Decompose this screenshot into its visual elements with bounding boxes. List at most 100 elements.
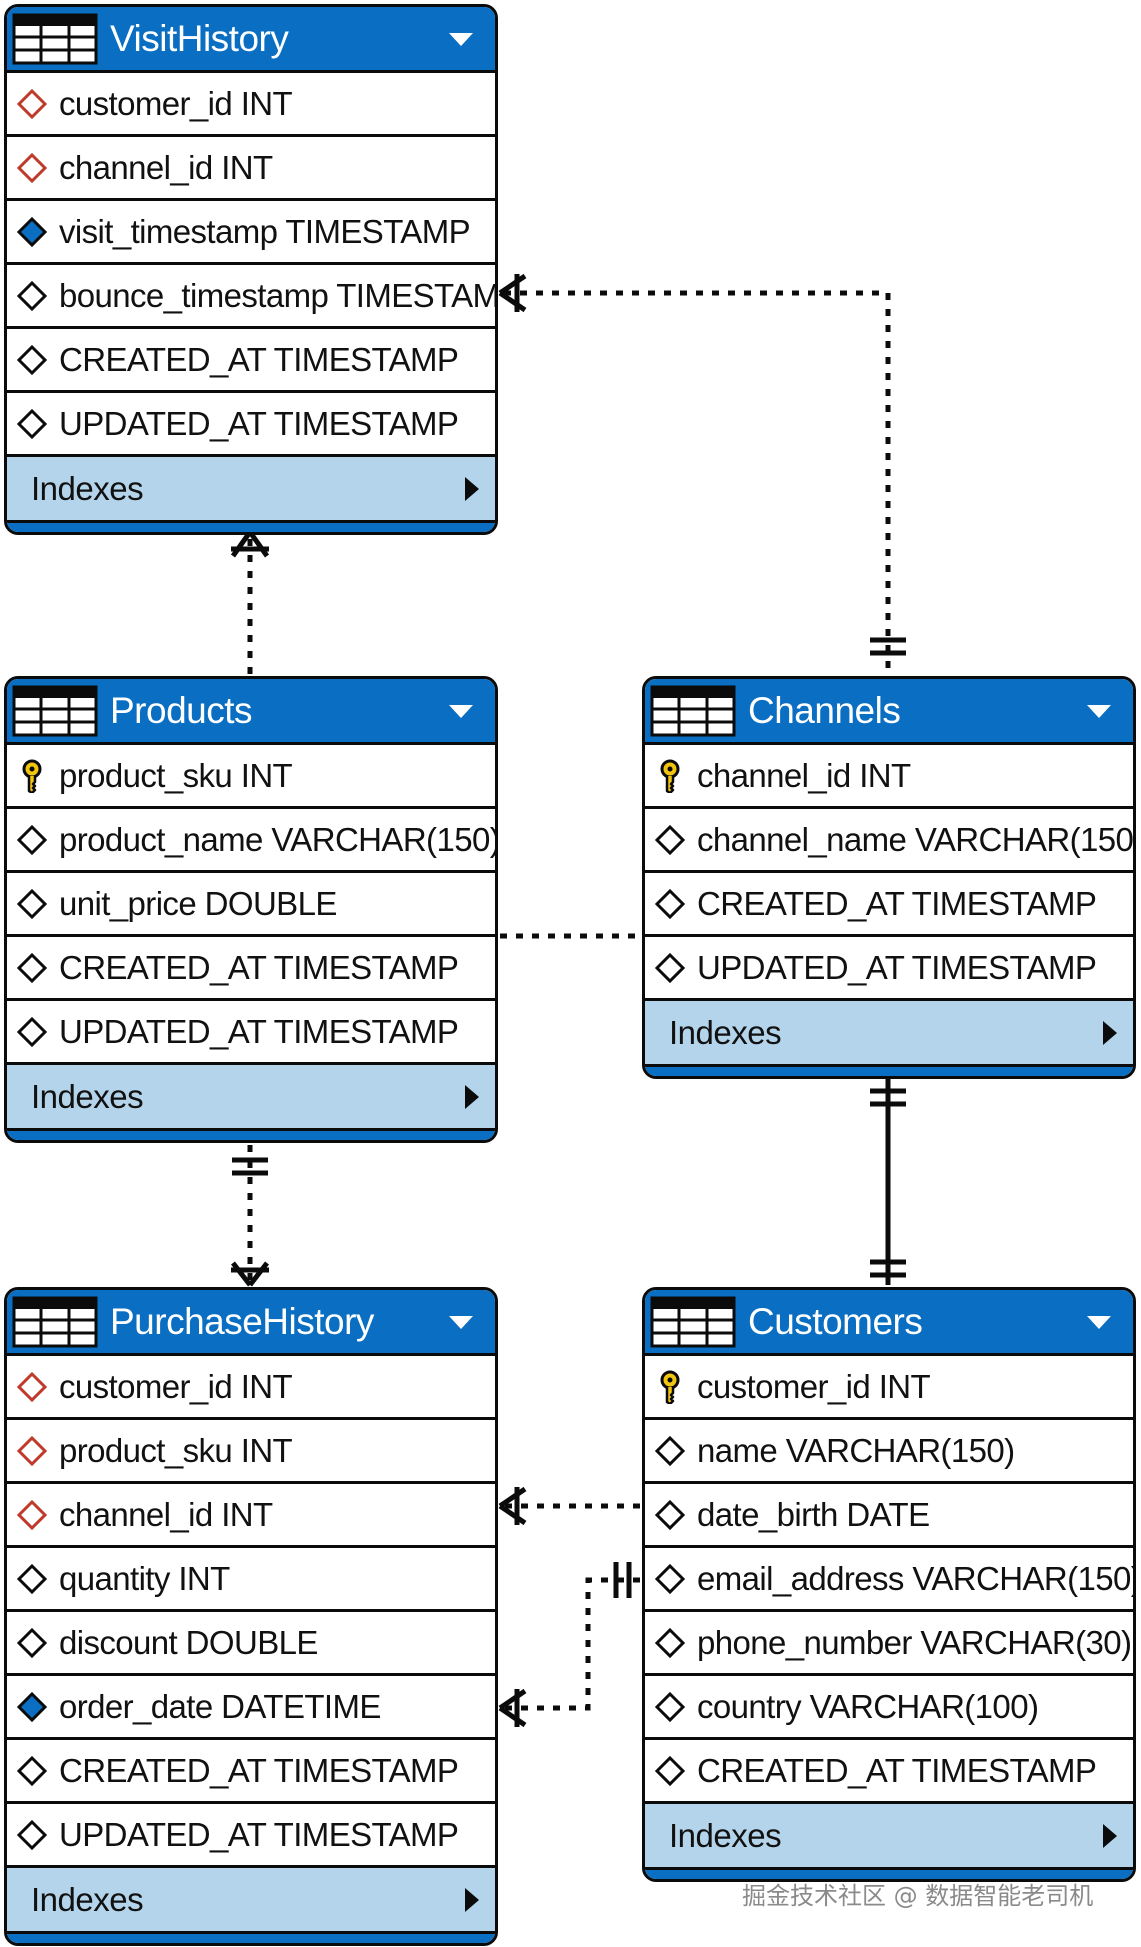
column-definition: customer_id INT (59, 84, 293, 122)
expand-arrow-icon[interactable] (463, 1886, 481, 1914)
column-definition: unit_price DOUBLE (59, 884, 337, 922)
table-purchase-history[interactable]: PurchaseHistory customer_id INT product_sk… (4, 1287, 498, 1946)
column-row[interactable]: channel_id INT (7, 137, 495, 201)
column-row[interactable]: country VARCHAR(100) (645, 1676, 1133, 1740)
column-definition: CREATED_AT TIMESTAMP (697, 1751, 1097, 1789)
dropdown-arrow-icon[interactable] (1085, 1312, 1113, 1332)
column-row[interactable]: quantity INT (7, 1548, 495, 1612)
column-definition: channel_id INT (59, 1495, 273, 1533)
rel-channels-visithistory (500, 290, 891, 668)
column-definition: customer_id INT (59, 1367, 293, 1405)
column-definition: channel_id INT (59, 148, 273, 186)
primary-key-icon (660, 759, 680, 793)
dropdown-arrow-icon[interactable] (447, 1312, 475, 1332)
column-row[interactable]: CREATED_AT TIMESTAMP (7, 329, 495, 393)
expand-arrow-icon[interactable] (463, 1083, 481, 1111)
indexes-section[interactable]: Indexes (7, 457, 495, 520)
column-definition: name VARCHAR(150) (697, 1431, 1015, 1469)
table-title: Products (110, 689, 253, 731)
column-row[interactable]: channel_name VARCHAR(150) (645, 809, 1133, 873)
table-footer-bar (645, 1064, 1133, 1076)
column-row[interactable]: CREATED_AT TIMESTAMP (645, 1740, 1133, 1804)
column-row[interactable]: unit_price DOUBLE (7, 873, 495, 937)
indexes-label: Indexes (669, 1816, 782, 1854)
column-definition: visit_timestamp TIMESTAMP (59, 212, 471, 250)
column-row[interactable]: email_address VARCHAR(150) (645, 1548, 1133, 1612)
primary-key-icon (22, 759, 42, 793)
column-definition: CREATED_AT TIMESTAMP (697, 884, 1097, 922)
crows-foot-marker (498, 273, 527, 313)
column-row[interactable]: customer_id INT (7, 1356, 495, 1420)
column-row[interactable]: name VARCHAR(150) (645, 1420, 1133, 1484)
column-row[interactable]: CREATED_AT TIMESTAMP (645, 873, 1133, 937)
column-row[interactable]: CREATED_AT TIMESTAMP (7, 1740, 495, 1804)
table-title: VisitHistory (110, 17, 289, 59)
table-grid-icon (650, 1296, 736, 1347)
table-footer-bar (7, 1931, 495, 1943)
diamond-icon (654, 1755, 686, 1786)
diamond-icon (654, 1435, 686, 1466)
column-row[interactable]: phone_number VARCHAR(30) (645, 1612, 1133, 1676)
column-row[interactable]: visit_timestamp TIMESTAMP (7, 201, 495, 265)
indexes-section[interactable]: Indexes (7, 1868, 495, 1931)
table-products[interactable]: Products product_sku INT product_name VARC… (4, 676, 498, 1143)
column-row[interactable]: customer_id INT (645, 1356, 1133, 1420)
diamond-icon (16, 1016, 48, 1047)
column-row[interactable]: channel_id INT (645, 745, 1133, 809)
diamond-icon (16, 952, 48, 983)
one-mandatory-marker (870, 1088, 906, 1107)
indexes-section[interactable]: Indexes (7, 1065, 495, 1128)
column-row[interactable]: UPDATED_AT TIMESTAMP (645, 937, 1133, 1001)
column-row[interactable]: discount DOUBLE (7, 1612, 495, 1676)
indexes-section[interactable]: Indexes (645, 1001, 1133, 1064)
expand-arrow-icon[interactable] (463, 475, 481, 503)
column-row[interactable]: UPDATED_AT TIMESTAMP (7, 393, 495, 457)
table-header[interactable]: Channels (645, 679, 1133, 745)
column-definition: product_name VARCHAR(150) (59, 820, 498, 858)
dropdown-arrow-icon[interactable] (1085, 701, 1113, 721)
column-row[interactable]: product_name VARCHAR(150) (7, 809, 495, 873)
indexed-diamond-icon (16, 216, 48, 247)
table-header[interactable]: Customers (645, 1290, 1133, 1356)
diamond-icon (16, 408, 48, 439)
one-mandatory-marker (232, 1157, 268, 1176)
diamond-icon (16, 1627, 48, 1658)
column-row[interactable]: CREATED_AT TIMESTAMP (7, 937, 495, 1001)
table-visit-history[interactable]: VisitHistory customer_id INT channel_id IN… (4, 4, 498, 535)
table-header[interactable]: PurchaseHistory (7, 1290, 495, 1356)
column-definition: UPDATED_AT TIMESTAMP (59, 1012, 459, 1050)
diamond-icon (654, 888, 686, 919)
indexes-label: Indexes (31, 1077, 144, 1115)
one-mandatory-marker (870, 1259, 906, 1278)
column-row[interactable]: UPDATED_AT TIMESTAMP (7, 1001, 495, 1065)
one-mandatory-marker (613, 1562, 632, 1598)
dropdown-arrow-icon[interactable] (447, 701, 475, 721)
table-header[interactable]: VisitHistory (7, 7, 495, 73)
expand-arrow-icon[interactable] (1101, 1822, 1119, 1850)
diamond-icon (16, 280, 48, 311)
table-header[interactable]: Products (7, 679, 495, 745)
column-row[interactable]: order_date DATETIME (7, 1676, 495, 1740)
crows-foot-marker (498, 1486, 527, 1526)
crows-foot-marker (230, 530, 270, 558)
table-grid-icon (12, 13, 98, 64)
expand-arrow-icon[interactable] (1101, 1019, 1119, 1047)
column-row[interactable]: UPDATED_AT TIMESTAMP (7, 1804, 495, 1868)
column-row[interactable]: product_sku INT (7, 745, 495, 809)
column-row[interactable]: product_sku INT (7, 1420, 495, 1484)
column-definition: CREATED_AT TIMESTAMP (59, 1751, 459, 1789)
fk-diamond-icon (16, 1499, 48, 1530)
table-footer-bar (7, 520, 495, 532)
diamond-icon (654, 1499, 686, 1530)
column-row[interactable]: bounce_timestamp TIMESTAMP (7, 265, 495, 329)
dropdown-arrow-icon[interactable] (447, 29, 475, 49)
indexes-section[interactable]: Indexes (645, 1804, 1133, 1867)
column-row[interactable]: date_birth DATE (645, 1484, 1133, 1548)
column-definition: UPDATED_AT TIMESTAMP (59, 404, 459, 442)
column-row[interactable]: customer_id INT (7, 73, 495, 137)
column-row[interactable]: channel_id INT (7, 1484, 495, 1548)
column-definition: CREATED_AT TIMESTAMP (59, 948, 459, 986)
